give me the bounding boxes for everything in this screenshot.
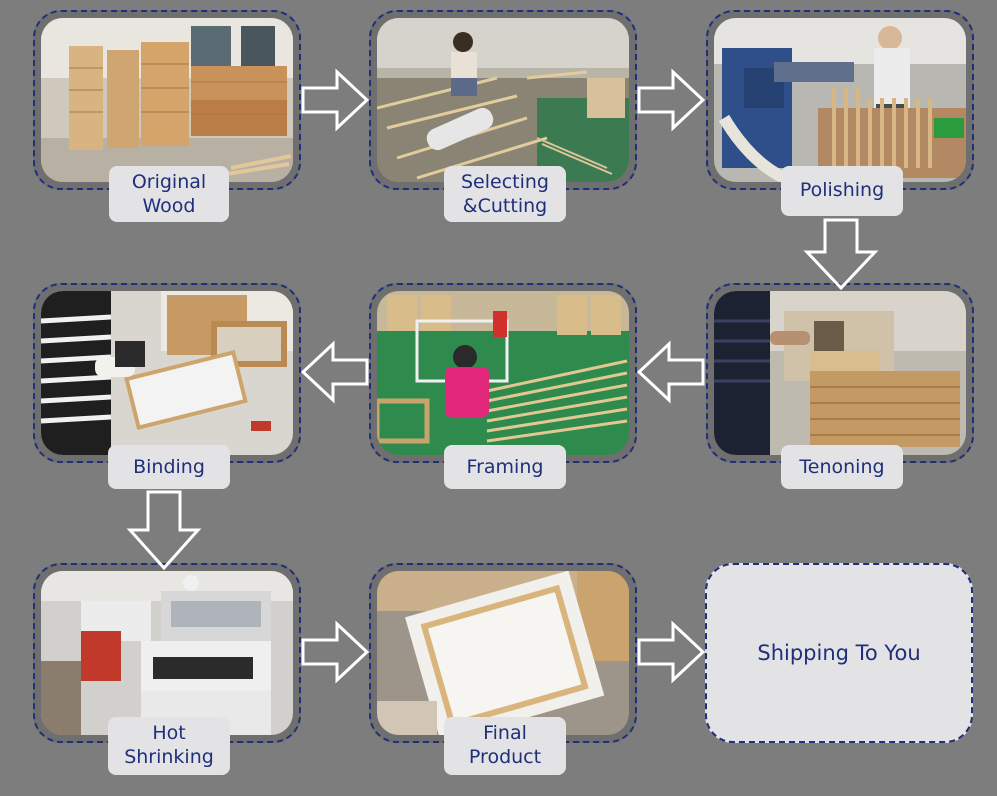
arrow-right-icon [637,620,705,684]
arrow-right-icon [301,68,369,132]
tenoning-machine-photo [714,291,966,455]
step-tenoning: Tenoning [706,283,974,489]
step-label: Hot Shrinking [108,717,230,775]
shrink-wrap-machine-photo [41,571,293,735]
step-original-wood: Original Wood [33,10,301,222]
stacked-lumber-photo [41,18,293,182]
stapling-canvas-photo [41,291,293,455]
shipping-label: Shipping To You [757,641,921,665]
arrow-down-icon [803,218,879,290]
step-final-product: Final Product [369,563,637,775]
step-label: Framing [444,445,566,489]
arrow-down-icon [126,490,202,570]
step-framing: Framing [369,283,637,489]
worker-assembling-frames-photo [377,291,629,455]
arrow-right-icon [301,620,369,684]
step-label: Tenoning [781,445,903,489]
polishing-machine-photo [714,18,966,182]
arrow-left-icon [637,340,705,404]
step-binding: Binding [33,283,301,489]
step-label: Binding [108,445,230,489]
worker-cutting-wood-photo [377,18,629,182]
step-label: Polishing [781,166,903,216]
step-selecting-cutting: Selecting &Cutting [369,10,637,222]
step-label: Original Wood [109,166,229,222]
step-hot-shrinking: Hot Shrinking [33,563,301,775]
arrow-right-icon [637,68,705,132]
step-label: Selecting &Cutting [444,166,566,222]
arrow-left-icon [301,340,369,404]
step-polishing: Polishing [706,10,974,216]
step-label: Final Product [444,717,566,775]
stretched-canvas-photo [377,571,629,735]
step-shipping: Shipping To You [705,563,973,743]
